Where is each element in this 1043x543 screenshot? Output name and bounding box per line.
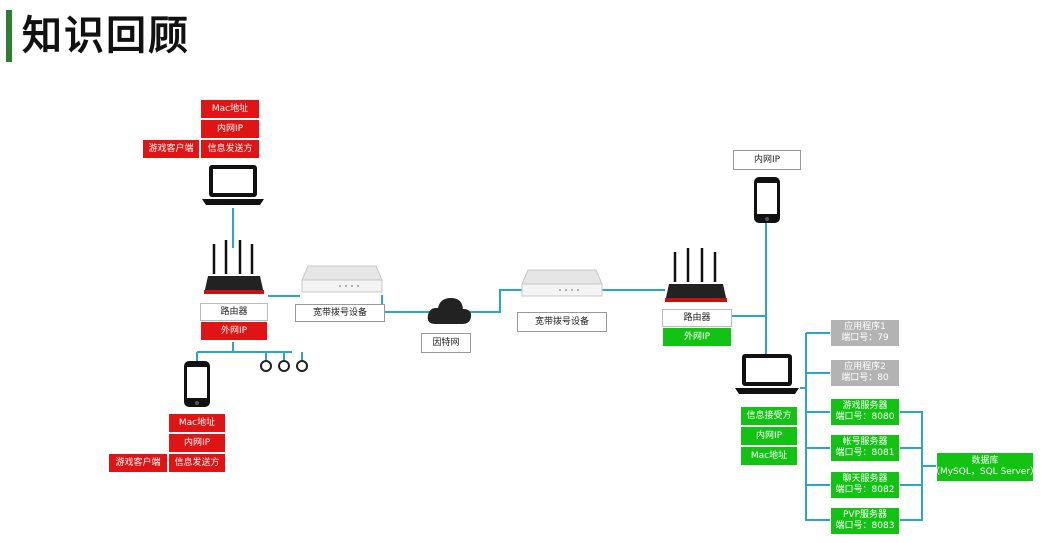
app-2-port: 端口号：80 xyxy=(841,373,889,383)
left-bottom-lan-ip: 内网IP xyxy=(168,433,226,453)
service-chat-name: 聊天服务器 xyxy=(842,474,888,484)
app-box-2: 应用程序2 端口号：80 xyxy=(830,359,900,387)
service-box-chat: 聊天服务器 端口号：8082 xyxy=(830,471,900,499)
modem-icon xyxy=(301,265,383,293)
service-game-name: 游戏服务器 xyxy=(842,401,888,411)
router-icon xyxy=(204,240,264,294)
left-top-mac: Mac地址 xyxy=(200,99,260,119)
right-phone-lan-ip: 内网IP xyxy=(733,150,801,170)
left-router-wan-ip: 外网IP xyxy=(200,321,268,341)
left-bottom-sender: 信息发送方 xyxy=(168,453,226,473)
left-top-lan-ip: 内网IP xyxy=(200,119,260,139)
internet-label: 因特网 xyxy=(421,333,471,353)
left-modem-label: 宽带拨号设备 xyxy=(295,304,385,322)
database-name: 数据库 xyxy=(971,456,999,466)
line-db-trunk xyxy=(900,411,923,521)
service-account-name: 帐号服务器 xyxy=(842,437,888,447)
line-cloud-modem2 xyxy=(470,289,522,313)
app-box-1: 应用程序1 端口号：79 xyxy=(830,319,900,347)
cloud-icon xyxy=(427,298,472,324)
router-icon xyxy=(665,248,727,302)
line-router-phone xyxy=(733,222,767,317)
service-box-account: 帐号服务器 端口号：8081 xyxy=(830,434,900,462)
service-pvp-port: 端口号：8083 xyxy=(835,521,895,531)
page-title: 知识回顾 xyxy=(22,13,190,59)
line-modem-cloud xyxy=(381,295,432,313)
service-account-port: 端口号：8081 xyxy=(835,448,895,458)
app-1-port: 端口号：79 xyxy=(841,333,889,343)
laptop-icon xyxy=(735,354,799,394)
laptop-icon xyxy=(202,165,264,205)
left-top-client: 游戏客户端 xyxy=(142,139,200,159)
right-server-mac: Mac地址 xyxy=(740,446,798,466)
service-box-pvp: PVP服务器 端口号：8083 xyxy=(830,507,900,535)
right-server-receiver: 信息接受方 xyxy=(740,406,798,426)
modem-icon xyxy=(521,269,603,297)
title-accent-bar xyxy=(6,10,12,62)
right-router-label: 路由器 xyxy=(662,309,732,327)
database-box: 数据库 （MySQL，SQL Server） xyxy=(931,452,1039,482)
right-router-wan-ip: 外网IP xyxy=(662,327,732,347)
right-server-lan-ip: 内网IP xyxy=(740,426,798,446)
left-router-label: 路由器 xyxy=(200,303,268,321)
service-chat-port: 端口号：8082 xyxy=(835,485,895,495)
app-1-name: 应用程序1 xyxy=(844,322,886,332)
line-router-laptop xyxy=(730,315,767,354)
left-bottom-client: 游戏客户端 xyxy=(108,453,168,473)
service-box-game: 游戏服务器 端口号：8080 xyxy=(830,398,900,426)
app-2-name: 应用程序2 xyxy=(844,362,886,372)
service-game-port: 端口号：8080 xyxy=(835,412,895,422)
service-pvp-name: PVP服务器 xyxy=(842,510,887,520)
left-top-sender: 信息发送方 xyxy=(200,139,260,159)
database-detail: （MySQL，SQL Server） xyxy=(930,467,1040,477)
right-modem-label: 宽带拨号设备 xyxy=(517,312,607,332)
more-devices-icon xyxy=(260,360,308,372)
left-bottom-mac: Mac地址 xyxy=(168,413,226,433)
phone-icon xyxy=(184,361,210,407)
line-services-trunk xyxy=(800,387,830,521)
phone-icon xyxy=(754,177,780,223)
